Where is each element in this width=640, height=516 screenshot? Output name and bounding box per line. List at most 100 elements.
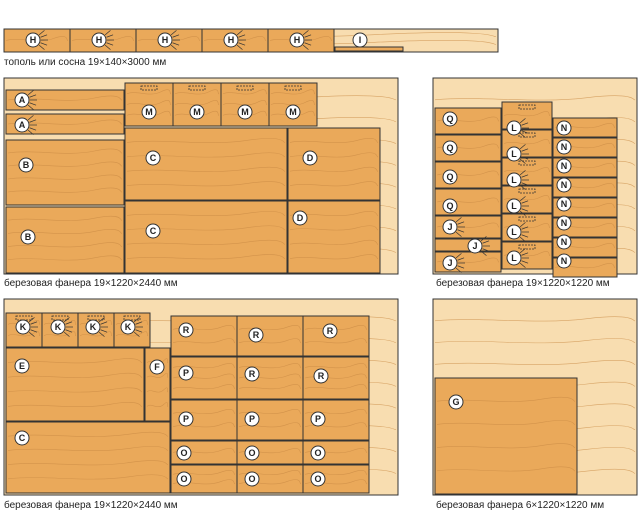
label-ray — [455, 217, 462, 223]
label-ray — [63, 317, 70, 323]
part-r — [236, 315, 304, 357]
label-text: L — [511, 149, 517, 159]
label-ray — [104, 30, 111, 36]
part-label-q: Q — [442, 140, 458, 156]
part-label-c: C — [14, 430, 30, 446]
label-circle — [176, 471, 192, 487]
label-circle — [244, 366, 260, 382]
wood-grain-line — [126, 100, 172, 106]
wood-grain-line — [304, 338, 368, 344]
label-ray — [521, 200, 529, 204]
part-label-j: J — [442, 253, 465, 273]
label-ray — [521, 174, 529, 178]
wood-grain-line — [7, 460, 169, 466]
wood-grain-line — [7, 95, 123, 101]
label-ray — [457, 257, 465, 261]
label-ray — [482, 248, 490, 252]
wood-grain-line — [238, 338, 302, 344]
label-circle — [189, 104, 205, 120]
label-ray — [521, 182, 529, 186]
label-circle — [145, 223, 161, 239]
label-text: R — [318, 371, 325, 381]
wood-grain-line — [43, 331, 77, 337]
part-label-r: R — [244, 366, 260, 382]
part-a-grain — [7, 95, 123, 101]
label-ray — [457, 229, 465, 233]
part-label-p: P — [244, 411, 260, 427]
label-ray — [519, 210, 526, 216]
label-text: O — [180, 474, 187, 484]
part-d-grain — [289, 211, 379, 260]
wood-grain-line — [7, 372, 143, 378]
part-label-h: H — [157, 30, 180, 50]
label-text: Q — [446, 143, 453, 153]
label-text: P — [183, 368, 189, 378]
label-ray — [521, 130, 529, 134]
label-ray — [457, 265, 465, 269]
label-circle — [556, 196, 572, 212]
label-text: O — [314, 474, 321, 484]
label-ray — [482, 240, 490, 244]
label-ray — [519, 132, 526, 138]
label-text: H — [162, 35, 169, 45]
wood-grain-line — [434, 359, 636, 365]
label-ray — [27, 115, 34, 121]
part-label-p: P — [178, 411, 194, 427]
part-a-grain — [7, 119, 123, 125]
label-ray — [28, 317, 35, 323]
label-text: J — [472, 241, 477, 251]
label-circle — [178, 365, 194, 381]
part-label-l: L — [506, 196, 529, 216]
part-label-c: C — [145, 150, 161, 166]
label-text: N — [561, 237, 568, 247]
part-c-grain — [7, 431, 169, 480]
label-text: E — [19, 361, 25, 371]
part-label-e: E — [14, 358, 30, 374]
label-circle — [178, 322, 194, 338]
label-ray — [38, 44, 45, 50]
label-text: N — [561, 123, 568, 133]
label-text: N — [561, 161, 568, 171]
label-circle — [506, 146, 522, 162]
label-circle — [506, 224, 522, 240]
wood-grain-line — [238, 363, 302, 369]
label-text: M — [145, 107, 153, 117]
part-i — [334, 46, 404, 52]
part-h-grain — [269, 36, 333, 42]
part-label-o: O — [176, 471, 192, 487]
label-text: K — [55, 322, 62, 332]
label-text: N — [561, 180, 568, 190]
wood-grain-line — [7, 358, 143, 364]
label-circle — [310, 411, 326, 427]
label-circle — [178, 411, 194, 427]
wood-grain-line — [115, 331, 149, 337]
label-text: K — [20, 322, 27, 332]
label-ray — [521, 260, 529, 264]
label-circle — [14, 430, 30, 446]
part-k-grain — [7, 319, 41, 337]
label-ray — [519, 196, 526, 202]
wood-grain-line — [503, 111, 551, 117]
wood-grain-line — [174, 100, 220, 106]
wood-grain-line — [7, 255, 123, 261]
label-text: Q — [446, 114, 453, 124]
label-circle — [15, 319, 31, 335]
part-h-grain — [71, 36, 135, 42]
part-label-p: P — [310, 411, 326, 427]
wood-grain-line — [222, 110, 268, 116]
label-circle — [120, 319, 136, 335]
label-ray — [104, 44, 111, 50]
part-label-h: H — [289, 30, 312, 50]
label-circle — [248, 327, 264, 343]
label-text: H — [228, 35, 235, 45]
wood-grain-line — [289, 211, 379, 216]
part-label-q: Q — [442, 111, 458, 127]
label-circle — [556, 215, 572, 231]
part-label-o: O — [176, 445, 192, 461]
part-label-i: I — [352, 32, 368, 48]
wood-grain-line — [7, 242, 123, 248]
label-circle — [244, 445, 260, 461]
label-ray — [98, 331, 105, 337]
wood-grain-line — [7, 119, 123, 125]
label-text: L — [511, 201, 517, 211]
